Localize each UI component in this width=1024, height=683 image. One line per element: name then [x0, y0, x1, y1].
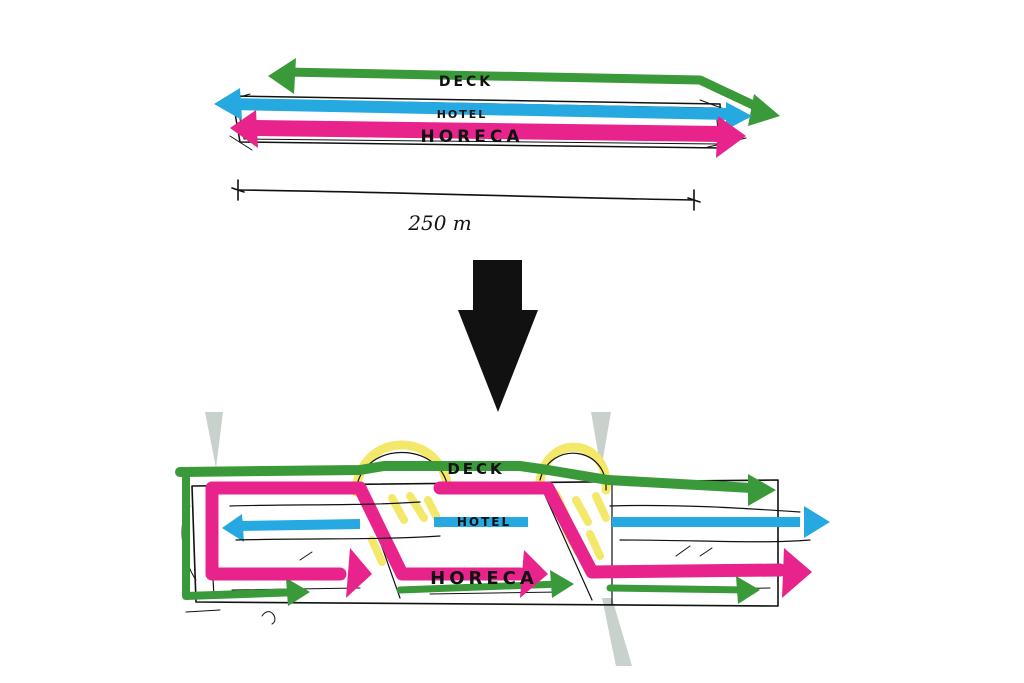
bottom-deck-arrowhead-lower-3 — [736, 576, 760, 604]
bottom-deck-label: DECK — [447, 460, 504, 478]
bottom-outline-sketch — [181, 451, 779, 625]
top-horeca-label: HORECA — [420, 127, 523, 147]
bottom-horeca-arrowhead-right — [782, 548, 812, 598]
bottom-horeca-band — [205, 481, 787, 581]
top-deck-arrowhead-left — [268, 58, 296, 94]
section-marker-top — [591, 412, 611, 470]
top-hotel-band: HOTEL — [214, 88, 752, 130]
top-deck-label: DECK — [439, 74, 493, 90]
dimension-label: 250 m — [407, 211, 472, 235]
bottom-hotel-arrowhead-left — [222, 514, 244, 542]
top-hotel-arrowhead-left — [214, 88, 242, 120]
section-markers — [205, 412, 632, 666]
bottom-horeca-label: HORECA — [430, 568, 538, 589]
top-horeca-arrowhead-left — [230, 110, 258, 148]
top-deck-band: DECK — [268, 58, 780, 126]
bottom-deck-arrowhead-lower-2 — [550, 570, 574, 598]
bottom-horeca-arrowhead-1 — [346, 548, 372, 598]
bottom-hotel-band — [235, 517, 800, 531]
top-horeca-band: HORECA — [230, 110, 746, 158]
top-hotel-arrowhead-right — [726, 102, 752, 130]
pen-scribbles — [229, 501, 811, 561]
bottom-horeca-arrowhead-2 — [520, 550, 548, 598]
top-diagram: DECK HOTEL HORECA 250 m — [214, 58, 780, 235]
arrow-down-icon — [458, 260, 538, 412]
section-marker-left — [205, 412, 223, 468]
top-hotel-label: HOTEL — [437, 108, 488, 121]
bottom-hotel-label: HOTEL — [457, 515, 511, 529]
bottom-deck-arrowhead-lower-1 — [286, 578, 310, 606]
top-deck-arrowhead-right — [748, 94, 780, 126]
bottom-hotel-arrowhead-right — [804, 506, 830, 538]
top-horeca-arrowhead-right — [716, 116, 746, 158]
dimension-line — [231, 179, 701, 211]
bottom-diagram: DECK HORECA HOTEL — [175, 412, 830, 666]
section-marker-bottom — [602, 598, 632, 666]
bottom-deck-arrowhead-right — [748, 474, 776, 506]
